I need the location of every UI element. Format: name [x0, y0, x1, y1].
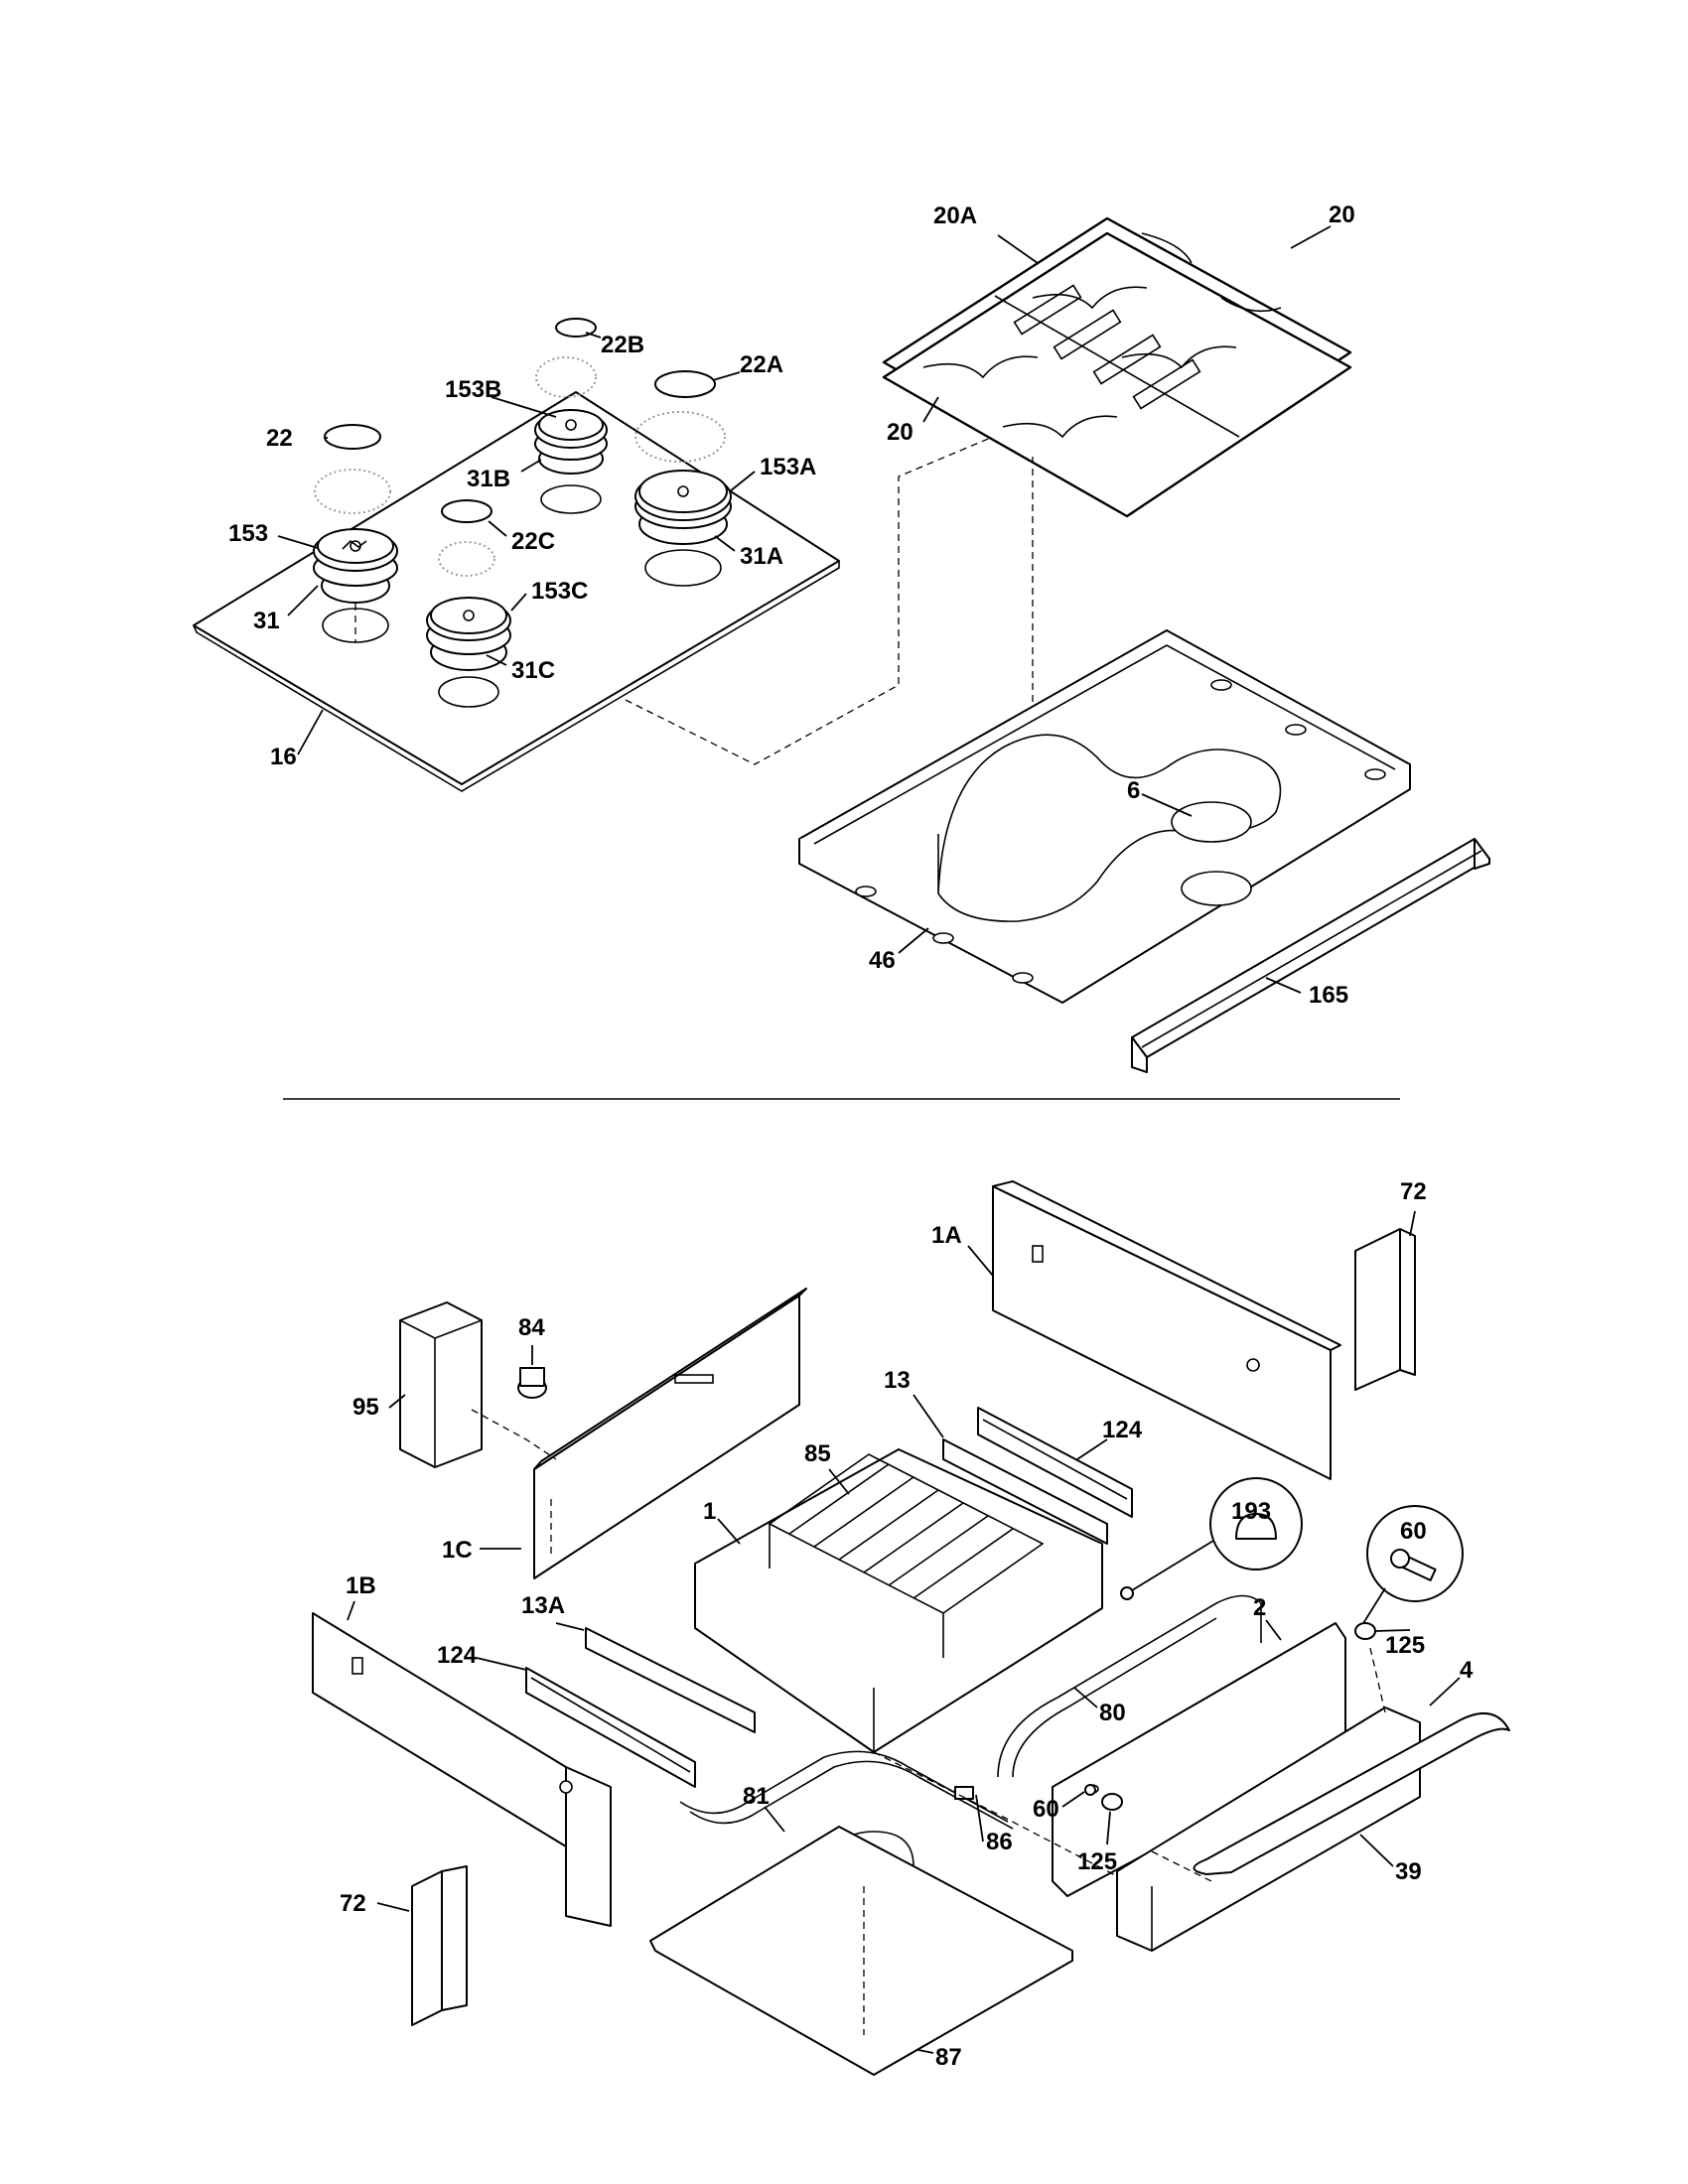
label-60-left: 60	[1033, 1796, 1059, 1823]
label-22C: 22C	[511, 528, 555, 555]
leader-lines-top	[277, 225, 1332, 994]
label-4: 4	[1460, 1657, 1474, 1684]
screw-part-60-callout	[1359, 1505, 1464, 1629]
drawer-glide-part-124-upper	[977, 1407, 1133, 1518]
label-13A: 13A	[521, 1592, 565, 1619]
label-193: 193	[1231, 1498, 1271, 1525]
label-46: 46	[869, 947, 896, 974]
drawer-liner-part-1	[694, 1448, 1103, 1753]
drawer-glide-part-124-lower	[525, 1667, 696, 1788]
label-81: 81	[743, 1783, 770, 1810]
washer-part-125-left	[1101, 1793, 1123, 1811]
label-95: 95	[352, 1394, 379, 1421]
label-31C: 31C	[511, 657, 555, 684]
burner-box-part-46	[798, 629, 1411, 1004]
label-87: 87	[935, 2044, 962, 2071]
screw-part-60-left	[1084, 1784, 1096, 1796]
side-panel-part-1C	[533, 1288, 807, 1579]
label-31A: 31A	[740, 543, 783, 570]
label-31: 31	[253, 608, 280, 634]
cooktop-top-part-16	[193, 391, 840, 792]
handle-part-39	[1193, 1712, 1510, 1875]
plug-part-193	[1120, 1477, 1303, 1600]
label-1A: 1A	[931, 1222, 962, 1249]
connector-part-84	[517, 1367, 547, 1399]
callout-labels-bottom: 72 1A 84 95 13 124 85 1 1C 193 60 1B 13A…	[340, 1178, 1474, 2071]
label-22B: 22B	[601, 332, 644, 358]
burner-assembly-front	[426, 499, 511, 708]
rail-bracket-part-165	[1131, 838, 1490, 1073]
label-124-lower: 124	[437, 1642, 478, 1669]
label-22: 22	[266, 425, 293, 452]
label-85: 85	[804, 1440, 831, 1467]
label-1: 1	[703, 1498, 716, 1525]
label-22A: 22A	[740, 351, 783, 378]
label-124-upper: 124	[1102, 1417, 1143, 1443]
alignment-line-bottom-2	[873, 1751, 1118, 1877]
drawer-glide-part-13	[942, 1438, 1108, 1545]
alignment-line-top	[625, 436, 994, 765]
side-bracket-part-72-upper	[1354, 1228, 1416, 1391]
label-6: 6	[1127, 777, 1140, 804]
heating-element-part-80	[997, 1594, 1262, 1778]
side-bracket-part-72-lower	[411, 1865, 468, 2026]
label-1C: 1C	[442, 1537, 473, 1564]
label-86: 86	[986, 1829, 1013, 1855]
label-80: 80	[1099, 1700, 1126, 1726]
burner-assembly-back	[534, 318, 608, 514]
label-2: 2	[1253, 1594, 1266, 1621]
leader-lines-bottom	[347, 1210, 1461, 2054]
label-84: 84	[518, 1314, 545, 1341]
alignment-line-bottom-1	[471, 1409, 557, 1460]
washer-part-125-right	[1354, 1622, 1376, 1640]
label-153: 153	[228, 520, 268, 547]
label-16: 16	[270, 744, 297, 770]
label-153C: 153C	[531, 578, 588, 605]
wire-rack-part-85	[768, 1453, 1045, 1658]
label-153A: 153A	[760, 454, 816, 480]
label-72-upper: 72	[1400, 1178, 1427, 1205]
burner-assembly-left	[313, 424, 398, 643]
label-165: 165	[1309, 982, 1348, 1009]
label-125-right: 125	[1385, 1632, 1425, 1659]
label-39: 39	[1395, 1858, 1422, 1885]
label-13: 13	[884, 1367, 911, 1394]
label-60-callout: 60	[1400, 1518, 1427, 1545]
grate-pair	[882, 216, 1352, 824]
label-20-upper: 20	[1329, 202, 1355, 228]
alignment-line-bottom-4	[1369, 1647, 1386, 1713]
callout-labels-top: 20A 20 20 22B 22A 153B 22 31B 153A 22C 1…	[228, 202, 1355, 1009]
label-31B: 31B	[467, 466, 510, 492]
label-1B: 1B	[346, 1572, 376, 1599]
side-panel-part-1B	[312, 1612, 612, 1927]
label-153B: 153B	[445, 376, 501, 403]
drawer-glide-part-13A	[585, 1627, 756, 1733]
back-panel-part-1A	[992, 1180, 1341, 1480]
bracket-part-86	[954, 1786, 974, 1800]
label-72-lower: 72	[340, 1890, 366, 1917]
burner-assembly-right	[634, 370, 732, 587]
label-20A: 20A	[933, 203, 977, 229]
junction-box-part-95	[399, 1301, 483, 1468]
label-125-left: 125	[1077, 1848, 1117, 1875]
bottom-pan-part-87	[649, 1826, 1073, 2076]
label-20-lower: 20	[887, 419, 914, 446]
